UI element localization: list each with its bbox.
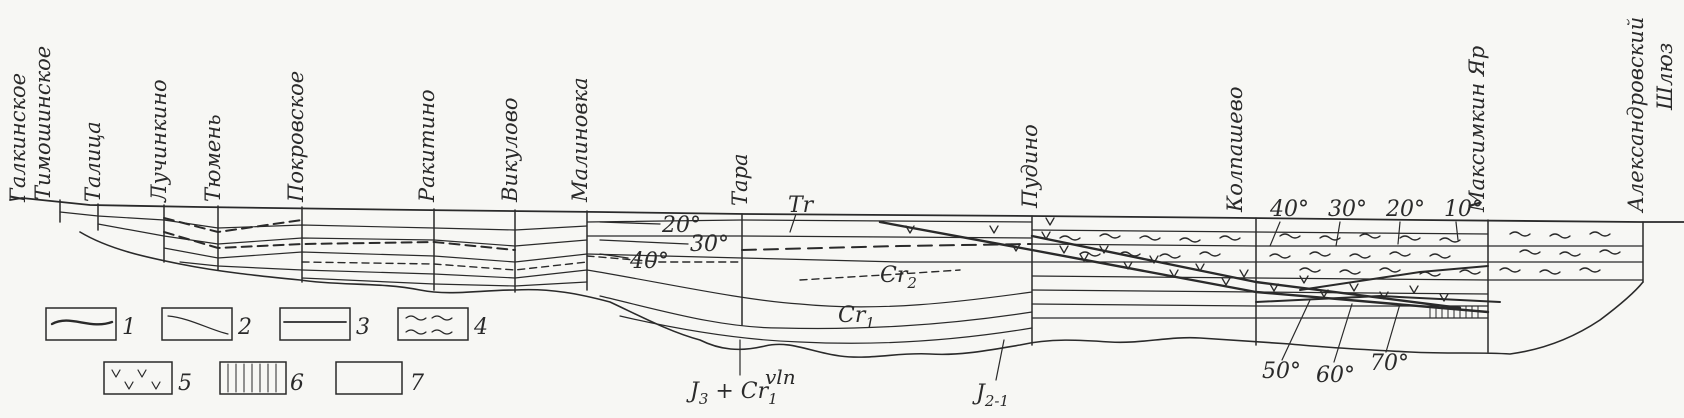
angle-ticks-top [1269, 221, 1459, 247]
well-lines [59, 199, 1644, 353]
locality-label: Максимкин Яр [1465, 46, 1489, 213]
locality-label: Тюмень [201, 114, 225, 202]
hatch-pattern [1429, 305, 1479, 319]
strata-lines [59, 211, 1644, 344]
surface-line [9, 197, 1684, 223]
locality-label: Викулово [498, 97, 522, 203]
legend-item-6: 6 [219, 361, 304, 396]
angle-label: 20° [661, 213, 701, 238]
legend: 1 2 3 4 5 [45, 307, 488, 396]
cr1-label: Cr1 [838, 303, 875, 332]
angle-labels-right-top: 40° 30° 20° 10° [1269, 197, 1483, 222]
v-pattern [905, 217, 1449, 302]
angle-label: 40° [629, 249, 669, 274]
angle-label: 20° [1385, 197, 1425, 222]
j21-label: J2-1 [972, 381, 1009, 410]
wavy-pattern [1059, 231, 1621, 277]
angle-ticks-bottom [1281, 299, 1401, 363]
legend-item-3: 3 [279, 307, 370, 341]
angle-label: 40° [1269, 197, 1309, 222]
legend-number: 5 [178, 371, 192, 396]
angle-label: 10° [1444, 197, 1483, 222]
angle-label: 70° [1370, 351, 1409, 376]
locality-label: Малиновка [568, 77, 592, 203]
cr2-label: Cr2 [880, 263, 917, 292]
legend-item-5: 5 [103, 361, 192, 396]
angle-label: 30° [1328, 197, 1367, 222]
legend-number: 1 [122, 315, 136, 340]
locality-labels: Галкинское Тимошинское Талица Лучинкино … [6, 17, 1677, 214]
locality-label: Галкинское [6, 73, 30, 203]
locality-label: Ракитино [415, 89, 439, 203]
locality-label: Пудино [1018, 124, 1042, 209]
locality-label: Шлюз [1653, 43, 1677, 111]
tr-label: Tr [788, 193, 815, 218]
angle-pointer-lines [599, 221, 689, 259]
angle-label: 30° [690, 232, 729, 257]
vln-label: vln [765, 365, 796, 389]
locality-label: Тара [728, 154, 752, 207]
angle-labels-right-bottom: 50° 60° 70° [1262, 351, 1409, 388]
legend-number: 2 [237, 315, 252, 340]
legend-number: 4 [473, 315, 488, 340]
locality-label: Тимошинское [31, 46, 55, 200]
basement-line [79, 231, 1644, 358]
locality-label: Александровский [1624, 17, 1648, 214]
legend-number: 3 [356, 315, 370, 340]
locality-label: Лучинкино [147, 79, 171, 203]
j3cr1-label: J3 + Cr1 [686, 379, 778, 408]
locality-label: Колпашево [1223, 87, 1247, 214]
legend-number: 7 [410, 371, 424, 396]
locality-label: Талица [81, 121, 105, 202]
legend-item-4: 4 [397, 307, 488, 341]
strata-labels: Tr Cr2 Cr1 J3 + Cr1 vln J2-1 [686, 193, 1009, 410]
angle-label: 50° [1262, 359, 1301, 384]
legend-item-1: 1 [45, 307, 136, 341]
angle-labels-left: 20° 30° 40° [629, 213, 729, 274]
legend-number: 6 [290, 371, 304, 396]
locality-label: Покровское [284, 71, 308, 203]
legend-item-2: 2 [161, 307, 252, 341]
angle-label: 60° [1316, 363, 1355, 388]
legend-item-7: 7 [335, 361, 424, 396]
